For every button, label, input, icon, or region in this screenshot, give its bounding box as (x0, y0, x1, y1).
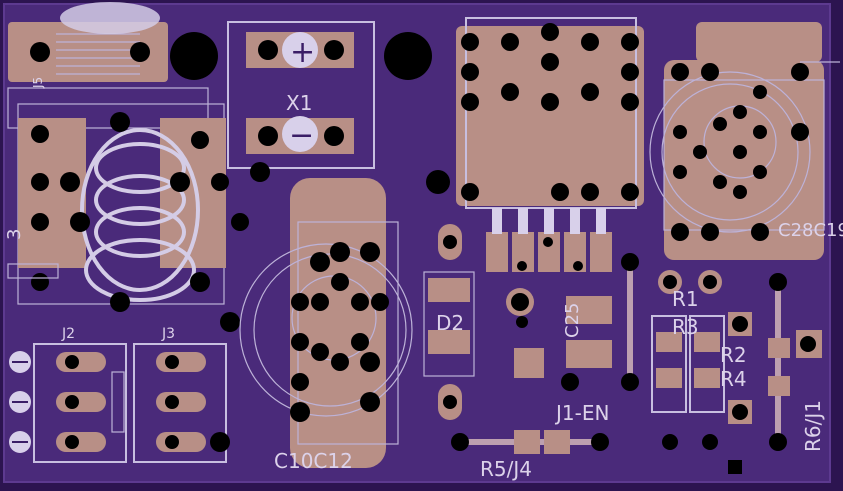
label-r4: R4 (720, 367, 747, 391)
terminal-screws-icon (9, 351, 31, 453)
label-r2: R2 (720, 343, 747, 367)
label-three: 3 (4, 229, 25, 240)
label-r1: R1 (672, 287, 699, 311)
component-j5: J5 (7, 2, 209, 129)
label-r5-j4: R5/J4 (480, 457, 532, 481)
component-d2: D2 (423, 224, 475, 420)
component-x1: + − X1 (227, 21, 375, 169)
component-j2: J2 (33, 326, 127, 463)
component-c25: C25 (506, 288, 612, 391)
label-minus: − (289, 118, 314, 153)
component-r6-j1: R6/J1 (768, 330, 825, 452)
label-c28c19: C28C19 (778, 220, 843, 241)
component-regulator (426, 17, 644, 272)
copper-traces (451, 253, 787, 454)
mounting-hole-right (384, 32, 432, 80)
label-j5: J5 (31, 77, 45, 89)
label-c25: C25 (562, 303, 583, 338)
component-c28c19: C28C19 (649, 22, 843, 260)
label-r3: R3 (672, 315, 699, 339)
label-j1-en: J1-EN (554, 401, 609, 425)
component-inductor: 3 (4, 103, 249, 332)
component-c10c12: C10C12 (239, 162, 413, 473)
label-d2: D2 (436, 311, 464, 335)
component-j3: J3 (133, 326, 230, 463)
mounting-hole-left (170, 32, 218, 80)
label-plus: + (290, 35, 315, 70)
label-j2: J2 (61, 326, 75, 342)
label-r6-j1: R6/J1 (801, 400, 825, 452)
label-x1: X1 (286, 91, 312, 115)
component-r1-r4: R1 R3 R2 R4 (651, 270, 752, 474)
label-c10c12: C10C12 (274, 449, 353, 473)
label-j3: J3 (161, 326, 175, 342)
